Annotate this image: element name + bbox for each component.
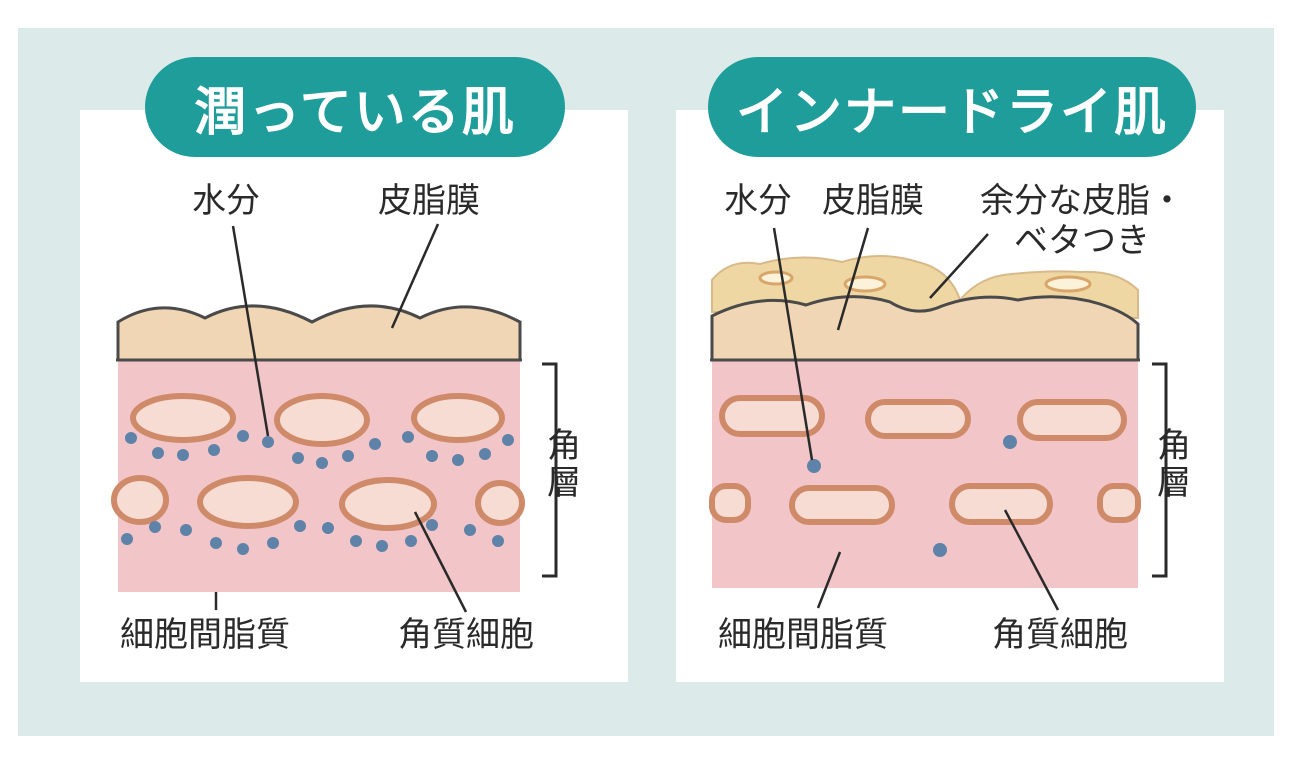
right-label-excess-sebum-line1: 余分な皮脂・ [980,181,1184,221]
corneocyte [709,483,751,523]
corneocyte [1097,483,1141,523]
right-skin-illustration [709,227,1168,611]
left-label-water: 水分 [192,181,260,221]
corneocyte [197,475,299,529]
left-label-intercellular-lipid: 細胞間脂質 [120,615,290,655]
right-corneocytes [709,395,1141,525]
right-label-stratum-corneum: 角層 [1157,426,1191,504]
left-skin-illustration [111,223,558,613]
title-inner-dry-skin: インナードライ肌 [708,57,1196,157]
left-leader-lines [214,223,468,613]
title-hydrated-skin: 潤っている肌 [145,57,565,157]
right-leader-lines [772,227,1060,611]
right-label-intercellular-lipid: 細胞間脂質 [718,615,888,655]
right-label-sebum-film: 皮脂膜 [822,181,924,221]
left-label-stratum-corneum: 角層 [547,426,581,504]
right-stratum-corneum [712,360,1138,588]
corneocyte [719,395,825,437]
left-corneocytes [111,393,525,531]
left-sebum-film [116,304,522,362]
corneocyte [274,393,370,447]
corneocyte [789,485,895,525]
corneocyte [475,480,525,526]
right-sebum-film [710,295,1140,362]
corneocyte [411,393,505,443]
corneocyte [339,477,437,531]
corneocyte [949,483,1053,525]
left-stratum-bracket [542,362,558,578]
corneocyte [130,393,236,443]
left-label-sebum-film: 皮脂膜 [378,181,480,221]
corneocyte [865,399,971,439]
right-excess-sebum-bubbles [758,270,1092,293]
corneocyte [1017,399,1127,441]
left-water-dots [121,430,514,555]
right-water-dots [807,435,1017,557]
right-label-corneocyte: 角質細胞 [992,615,1128,655]
left-label-corneocyte: 角質細胞 [398,615,534,655]
right-label-water: 水分 [724,181,792,221]
right-stratum-bracket [1152,362,1168,578]
corneocyte [111,475,169,525]
right-label-excess-sebum-line2: ベタつき [1014,221,1150,261]
